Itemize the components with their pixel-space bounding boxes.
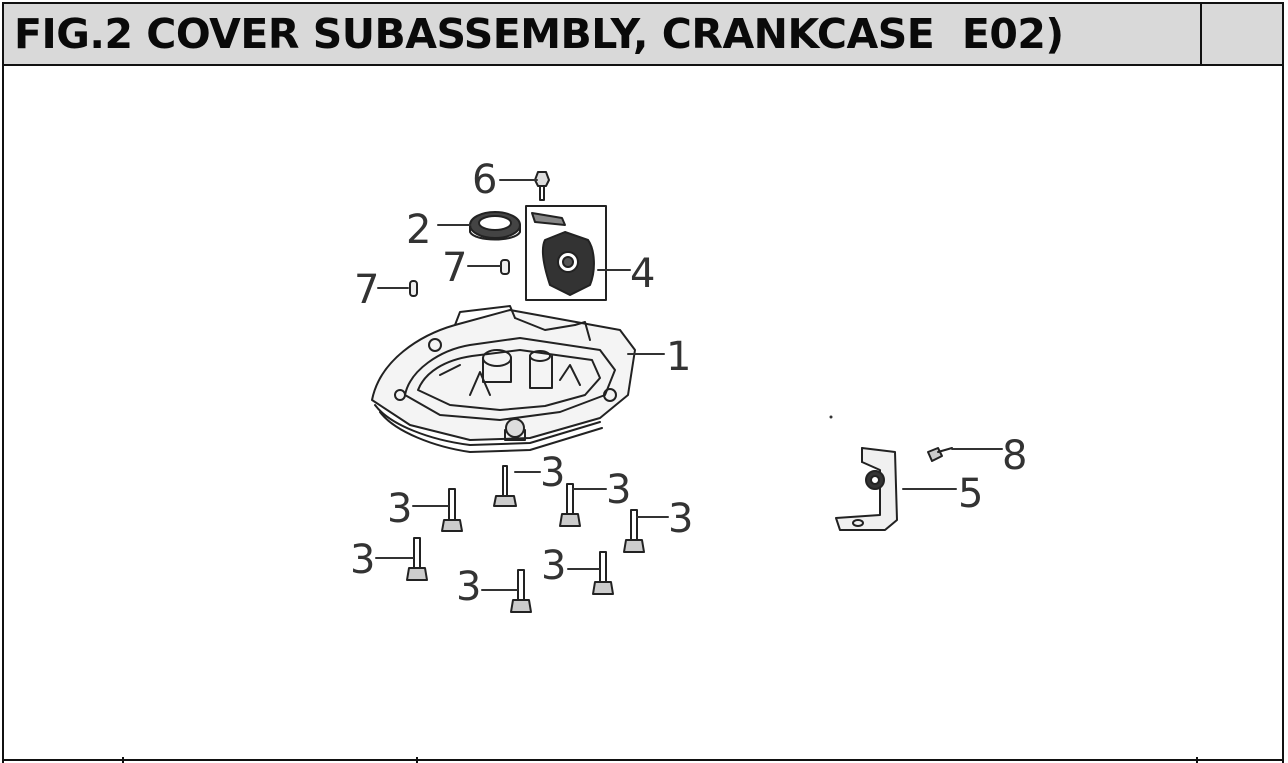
callout-3: 3 [668,496,693,542]
bottom-rule [2,759,1284,761]
bottom-table-divider [416,757,418,763]
part-dowel-pin-b [409,280,418,297]
callout-3: 3 [350,537,375,583]
stray-dot [829,415,833,419]
part-bolt-3 [406,537,428,581]
part-bolt-3 [592,551,614,595]
part-governor-assembly [525,205,607,301]
callout-8: 8 [1002,433,1027,479]
part-bolt-3 [559,483,581,527]
bottom-table-divider [1196,757,1198,763]
callout-3: 3 [456,564,481,610]
part-oil-seal [469,211,521,241]
callout-3: 3 [606,467,631,513]
callout-4: 4 [630,251,655,297]
callout-3: 3 [540,450,565,496]
callout-3: 3 [541,543,566,589]
leader-lines [375,179,1003,591]
callout-3: 3 [387,486,412,532]
part-bolt-6 [534,171,550,201]
part-dowel-pin-a [500,259,510,275]
part-bracket [835,447,898,531]
callout-2: 2 [406,207,431,253]
figure-title: FIG.2 COVER SUBASSEMBLY, CRANKCASE E02) [14,10,1064,58]
part-bolt-3 [441,488,463,532]
part-bolt-8 [927,447,953,462]
callout-5: 5 [958,471,983,517]
header-cell-divider [1200,4,1202,64]
bottom-table-divider [122,757,124,763]
part-crankcase-cover [371,305,636,453]
part-bolt-3 [493,465,517,507]
part-bolt-3 [623,509,645,553]
callout-1: 1 [666,334,691,380]
callout-7: 7 [442,245,467,291]
figure-header: FIG.2 COVER SUBASSEMBLY, CRANKCASE E02) [2,2,1284,66]
callout-6: 6 [472,157,497,203]
callout-7: 7 [354,267,379,313]
